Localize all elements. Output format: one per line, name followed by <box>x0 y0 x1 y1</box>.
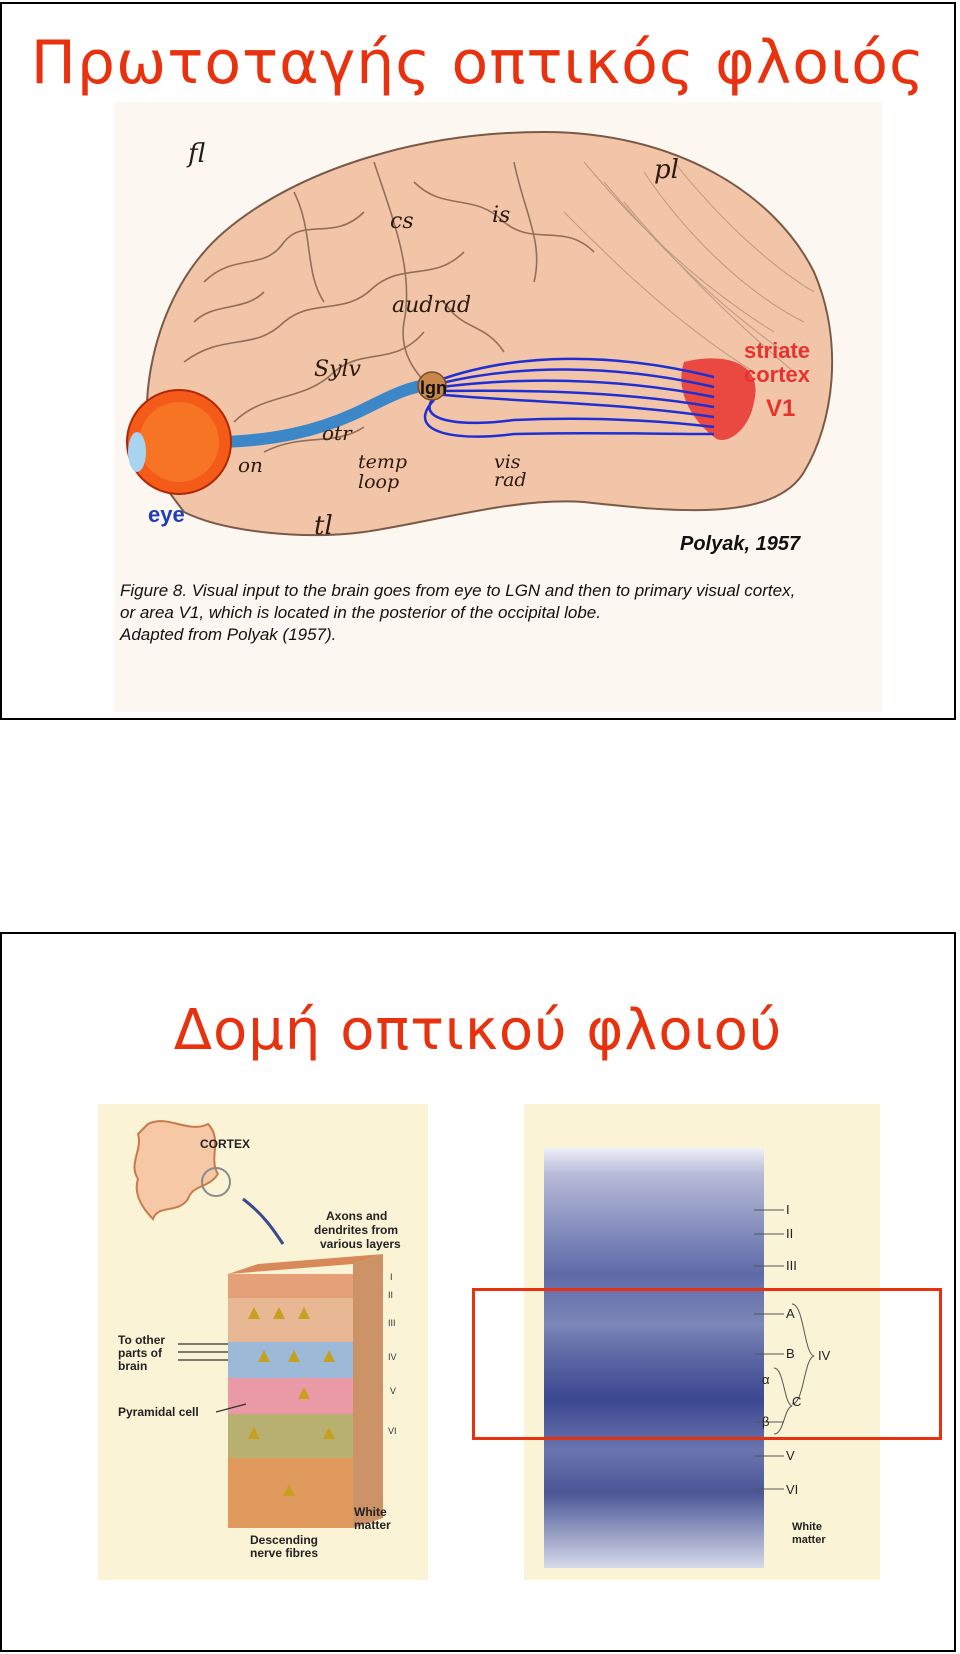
layer-label-2: II <box>388 1290 393 1300</box>
label-striate: striate <box>744 338 810 363</box>
label-pl: pl <box>654 155 679 185</box>
label-white-1: White <box>354 1505 387 1519</box>
label-axons-3: various layers <box>320 1237 401 1251</box>
histo-layer-I: I <box>786 1202 790 1217</box>
label-axons-1: Axons and <box>326 1209 387 1223</box>
cortex-layers-svg: CORTEX Axons and dendrites from various … <box>98 1104 428 1580</box>
brain-section-icon <box>134 1121 218 1219</box>
histo-layer-II: II <box>786 1226 793 1241</box>
label-white-2: matter <box>354 1518 391 1532</box>
label-v1: V1 <box>766 395 795 422</box>
slide-2: Δομή οπτικού φλοιού CORTEX Axons and den… <box>0 932 956 1652</box>
label-rad: rad <box>494 469 527 491</box>
histo-white-2: matter <box>792 1534 826 1546</box>
figure-credit: Polyak, 1957 <box>680 533 801 555</box>
label-fl: fl <box>186 139 205 169</box>
slide-1: Πρωτοταγής οπτικός φλοιός <box>0 2 956 720</box>
label-pyramidal: Pyramidal cell <box>118 1405 199 1419</box>
layer-label-6: VI <box>388 1426 397 1436</box>
label-to-other-1: To other <box>118 1333 165 1347</box>
label-on: on <box>238 453 263 477</box>
cortex-layers-diagram: CORTEX Axons and dendrites from various … <box>98 1104 428 1580</box>
layer-label-5: V <box>390 1386 396 1396</box>
label-descending-2: nerve fibres <box>250 1546 318 1560</box>
label-temp: temp <box>358 451 407 473</box>
layer-2-3-band <box>228 1298 353 1342</box>
caption-line-1: Figure 8. Visual input to the brain goes… <box>120 580 880 602</box>
caption-line-2: or area V1, which is located in the post… <box>120 602 880 624</box>
label-cortex: CORTEX <box>200 1137 250 1151</box>
slide-2-title: Δομή οπτικού φλοιού <box>2 998 954 1063</box>
label-loop: loop <box>358 471 399 493</box>
label-audrad: audrad <box>392 293 471 318</box>
label-descending-1: Descending <box>250 1533 318 1547</box>
histo-layer-III: III <box>786 1258 797 1273</box>
layer-5-band <box>228 1378 353 1414</box>
brain-illustration: fl pl cs is audrad Sylv lgn otr on temp … <box>114 102 882 592</box>
eye-illustration <box>127 390 231 494</box>
label-tl: tl <box>314 511 333 541</box>
label-to-other-3: brain <box>118 1359 147 1373</box>
visual-pathway-figure: fl pl cs is audrad Sylv lgn otr on temp … <box>114 102 882 712</box>
label-lgn: lgn <box>420 378 447 398</box>
label-eye: eye <box>148 502 185 527</box>
histo-layer-VI: VI <box>786 1482 798 1497</box>
label-sylv: Sylv <box>314 357 362 382</box>
layer-iv-highlight-box <box>472 1288 942 1440</box>
histo-white-1: White <box>792 1521 822 1533</box>
label-otr: otr <box>322 421 353 445</box>
label-is: is <box>492 203 510 228</box>
histo-layer-V: V <box>786 1448 795 1463</box>
layer-1-band <box>228 1274 353 1298</box>
label-axons-2: dendrites from <box>314 1223 398 1237</box>
label-cs: cs <box>390 209 414 234</box>
layer-label-3: III <box>388 1318 396 1328</box>
layer-label-1: I <box>390 1272 393 1282</box>
figure-caption: Figure 8. Visual input to the brain goes… <box>120 580 880 646</box>
label-cortex: cortex <box>744 362 811 387</box>
label-to-other-2: parts of <box>118 1346 163 1360</box>
caption-line-3: Adapted from Polyak (1957). <box>120 624 880 646</box>
layer-6-band <box>228 1414 353 1458</box>
slide-1-title: Πρωτοταγής οπτικός φλοιός <box>2 28 954 98</box>
layer-label-4: IV <box>388 1352 397 1362</box>
